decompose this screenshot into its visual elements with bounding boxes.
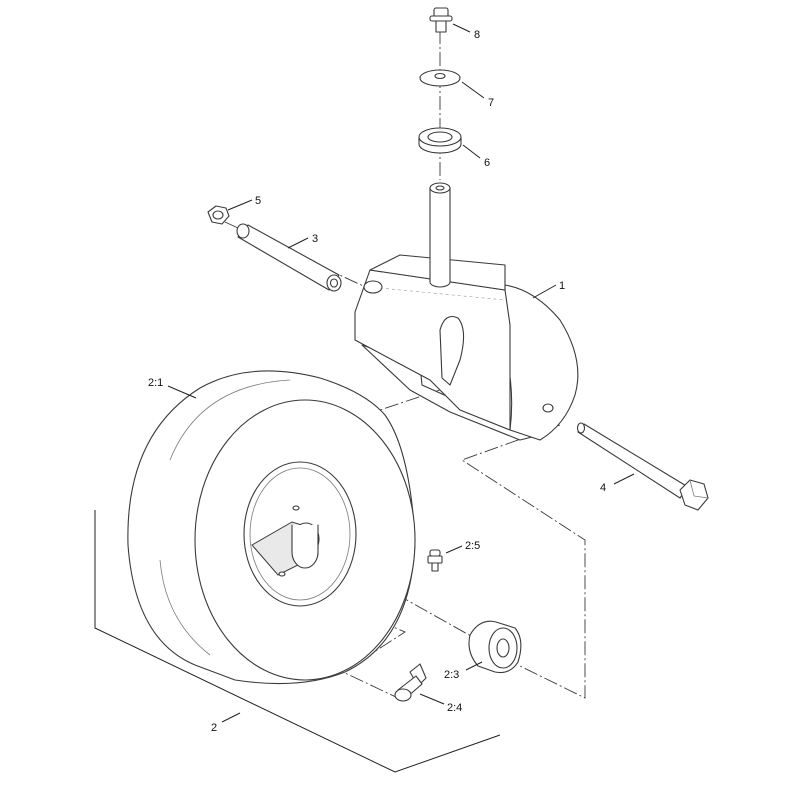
grease-fitting-2-5[interactable] — [427, 549, 443, 572]
leader-3 — [287, 237, 309, 249]
leader-2-5 — [445, 545, 463, 554]
callout-8: 8 — [474, 29, 480, 41]
axle-bolt-4[interactable] — [576, 422, 709, 511]
callout-5: 5 — [255, 195, 261, 207]
leader-7 — [461, 81, 485, 99]
wheel-assembly-2[interactable] — [127, 370, 416, 685]
valve-base — [394, 688, 412, 702]
callout-labels: 8 7 6 5 3 1 4 2:1 2:5 2:3 2:4 2 — [148, 29, 606, 734]
callout-3: 3 — [312, 233, 318, 245]
leader-8 — [452, 23, 471, 33]
callout-6: 6 — [484, 157, 490, 169]
leader-2 — [221, 712, 241, 723]
wheel-rim-inner — [249, 467, 351, 601]
leader-2-3 — [465, 661, 483, 671]
fork-pivot-hole — [363, 280, 383, 294]
flat-washer-7[interactable] — [419, 69, 461, 87]
washer-hole — [434, 72, 446, 80]
fork-slot — [439, 315, 465, 386]
leader-6 — [462, 144, 481, 159]
assembly-group-bracket — [94, 510, 501, 773]
leader-5 — [227, 199, 253, 211]
tube-body — [237, 224, 340, 291]
tube-near-bore — [329, 278, 339, 288]
bearing-2-3[interactable] — [468, 620, 522, 674]
spacer-tube-3[interactable] — [236, 223, 342, 292]
fitting-head — [429, 549, 441, 557]
leader-1 — [532, 284, 557, 299]
bearing-bore — [496, 638, 510, 658]
bolt-flange — [429, 15, 453, 22]
bolt-shank — [435, 20, 447, 33]
flange-bolt-8[interactable] — [429, 7, 453, 33]
axle-bolt-head-edge-2 — [693, 495, 709, 499]
callout-2-4: 2:4 — [447, 702, 462, 714]
fitting-hex — [427, 555, 443, 564]
leader-2-4 — [419, 693, 445, 705]
lock-nut-5[interactable] — [207, 205, 230, 225]
rim-bolt-top — [292, 505, 300, 511]
leader-4 — [613, 473, 635, 485]
axle-bolt-shank — [577, 423, 689, 499]
fork-front-face — [354, 269, 511, 431]
caster-fork-1[interactable] — [354, 182, 579, 441]
callout-2-5: 2:5 — [465, 540, 480, 552]
fork-axle-hole — [542, 403, 554, 413]
axle-bolt-axis-line — [460, 424, 586, 699]
tire-tread-line-2 — [159, 559, 211, 656]
callout-2-1: 2:1 — [148, 377, 163, 389]
bushing-bore — [427, 131, 453, 143]
callout-4: 4 — [600, 482, 606, 494]
axle-bolt-tip — [576, 422, 586, 434]
nut-bore — [212, 210, 224, 220]
fork-hidden-line — [379, 287, 506, 301]
rim-bolt-bottom — [278, 571, 286, 577]
callout-2: 2 — [211, 722, 217, 734]
spindle-post — [429, 187, 451, 288]
callout-2-3: 2:3 — [444, 669, 459, 681]
bushing-6[interactable] — [418, 127, 462, 154]
callout-1: 1 — [559, 280, 565, 292]
leader-lines — [167, 23, 635, 723]
valve-stem-2-4[interactable] — [394, 663, 427, 702]
callout-7: 7 — [488, 97, 494, 109]
hub-sleeve — [291, 524, 319, 569]
spindle-bore — [435, 185, 445, 191]
axle-bolt-head-edge — [689, 479, 695, 497]
leader-2-1 — [167, 385, 197, 399]
tube-far-end — [236, 223, 250, 239]
fitting-thread — [431, 562, 439, 572]
fork-side-plate — [504, 284, 579, 441]
tire-tread-line — [169, 379, 291, 461]
